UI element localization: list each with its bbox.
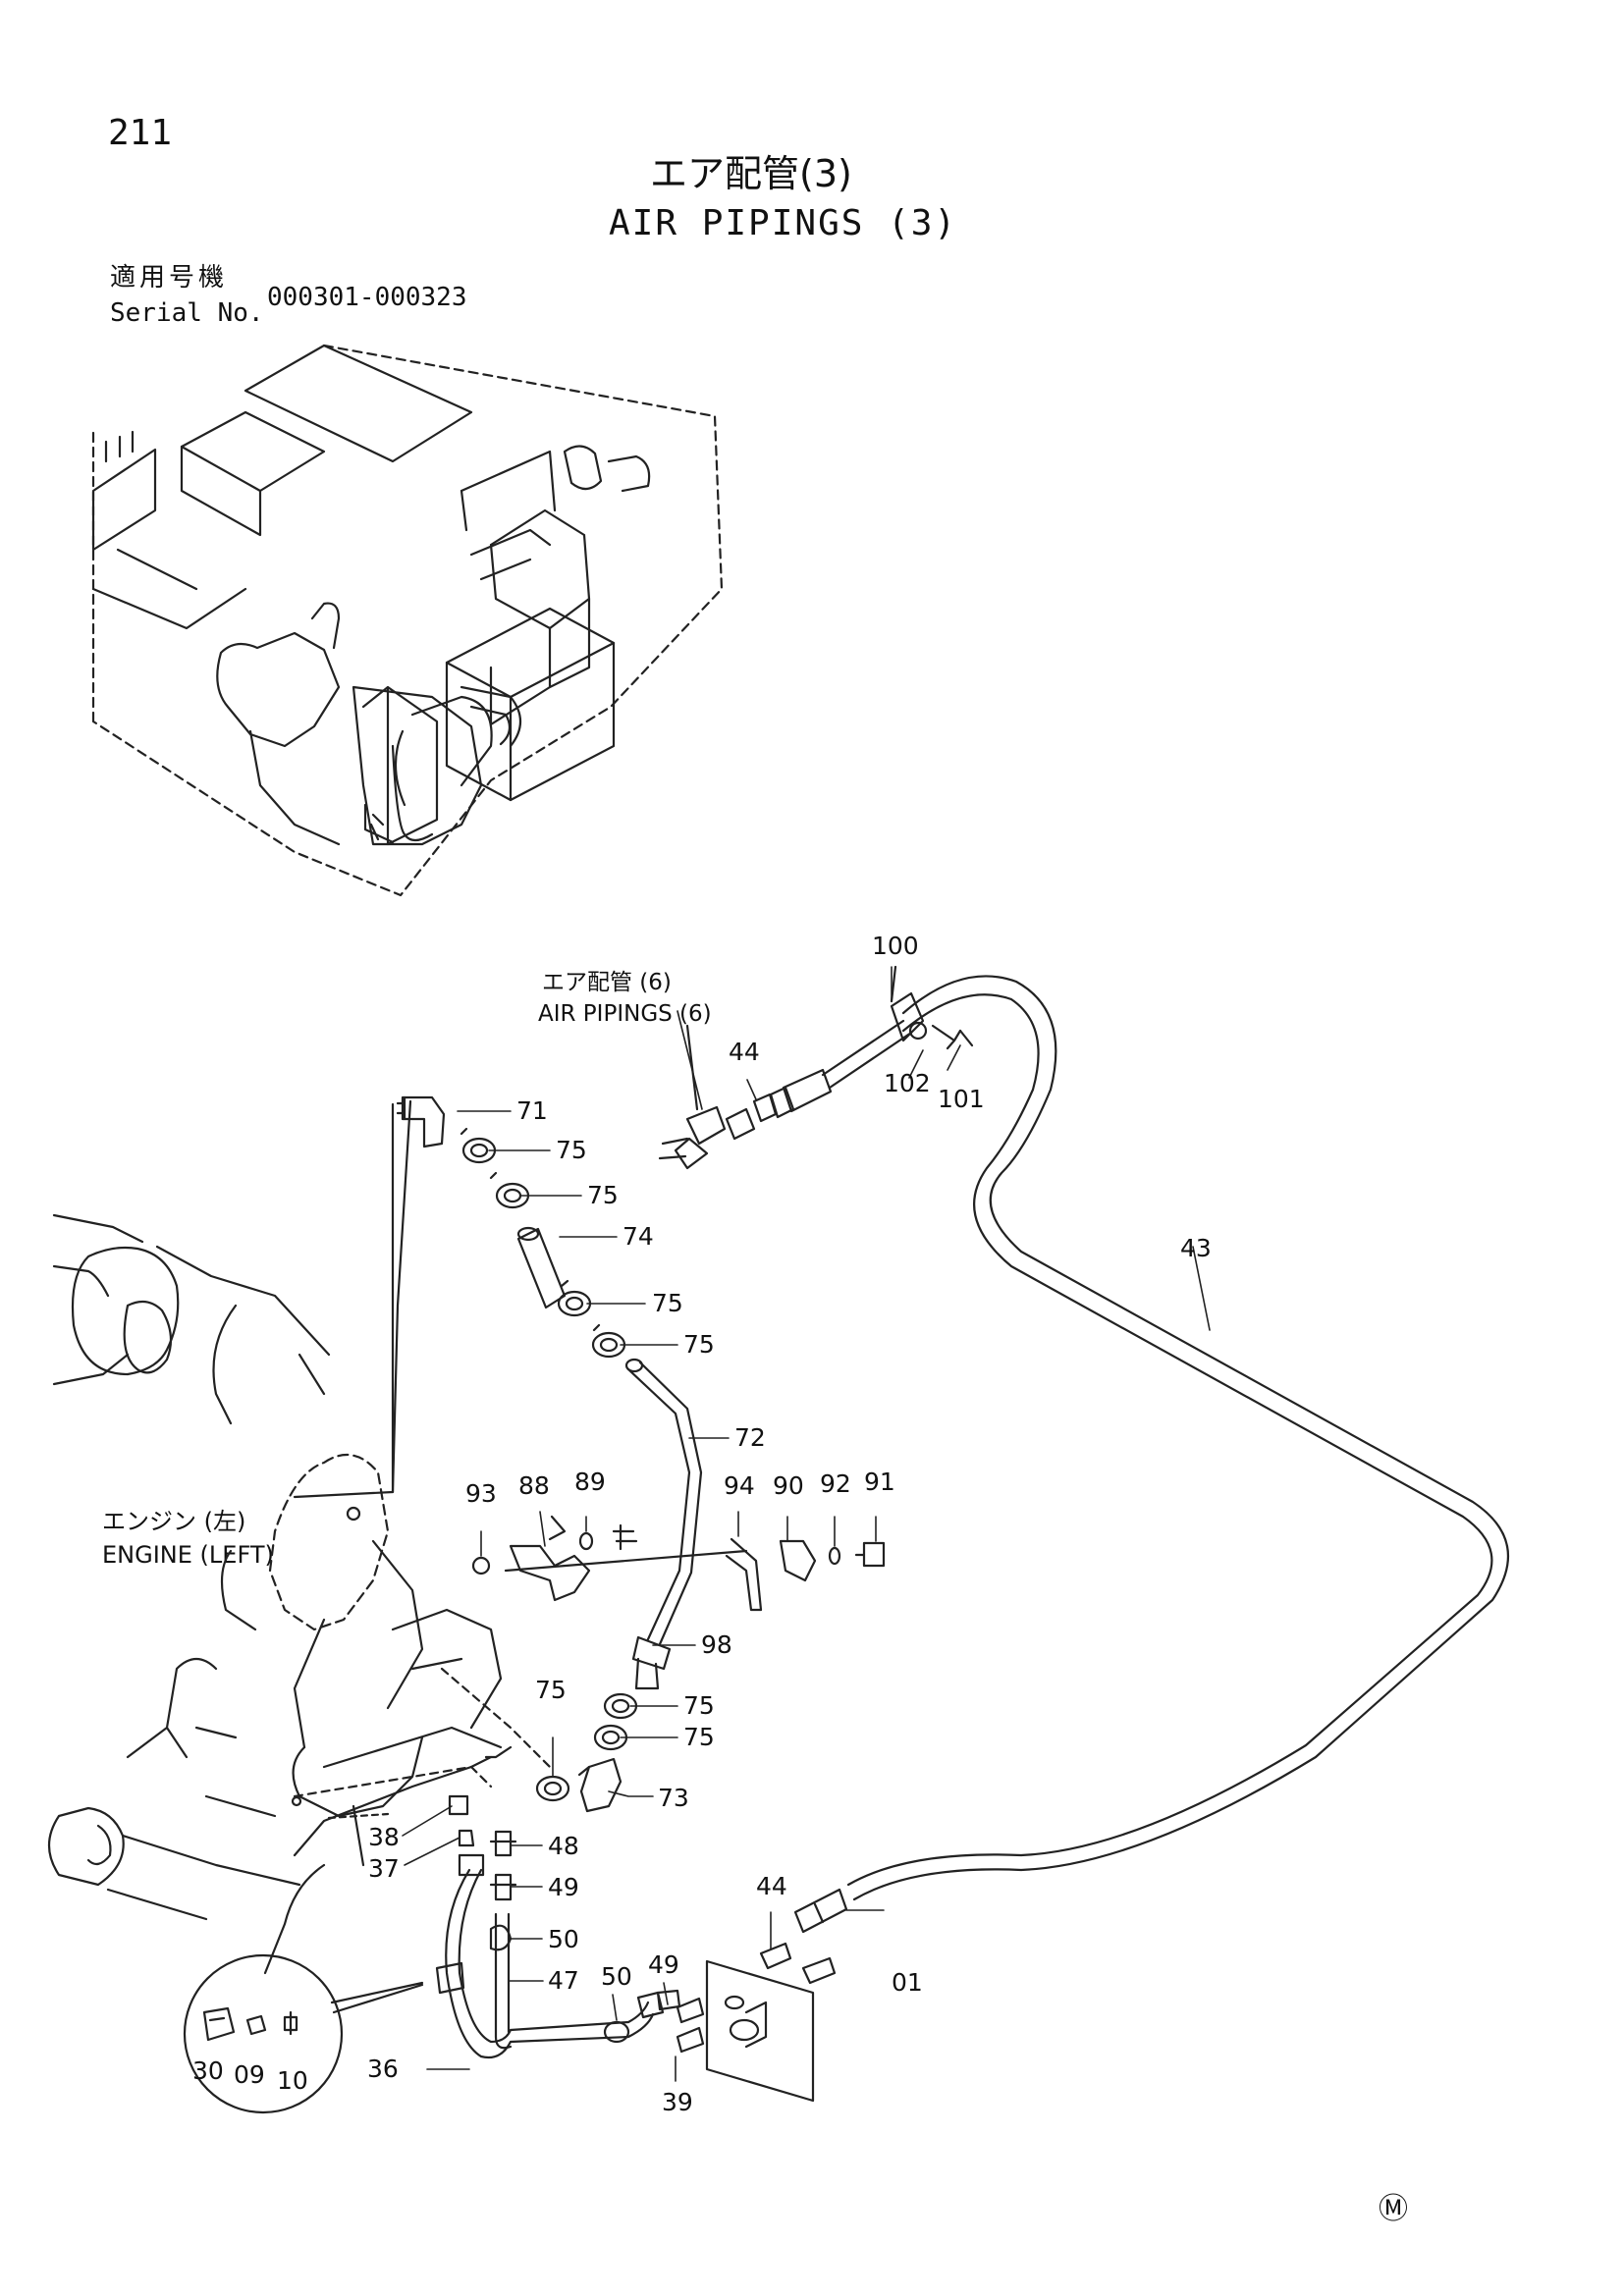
callout-36: 36 xyxy=(367,2055,399,2083)
callout-50-a: 50 xyxy=(548,1925,579,1953)
callout-75-g: 75 xyxy=(683,1723,715,1751)
callout-75-c: 75 xyxy=(652,1289,683,1317)
title-japanese: エア配管(3) xyxy=(650,152,852,195)
callout-10: 10 xyxy=(277,2066,308,2095)
callout-01: 01 xyxy=(892,1968,923,1997)
air-pipings-ref-english: AIR PIPINGS (6) xyxy=(538,1001,712,1027)
callout-37: 37 xyxy=(368,1854,400,1883)
elbow-71-chain xyxy=(396,1095,626,1359)
callout-38: 38 xyxy=(368,1823,400,1851)
leader-lines xyxy=(402,966,1211,2082)
callout-30: 30 xyxy=(192,2056,224,2085)
mounting-plate-and-connectors xyxy=(676,1888,848,2103)
callout-39: 39 xyxy=(662,2088,693,2116)
callout-71: 71 xyxy=(516,1096,548,1125)
callout-100: 100 xyxy=(872,932,919,960)
air-pipings-ref-japanese: エア配管 (6) xyxy=(542,970,672,995)
callout-73: 73 xyxy=(658,1784,689,1812)
callout-50-b: 50 xyxy=(601,1962,632,1991)
part-callouts: 100 102 101 44 71 75 75 74 75 75 43 72 9… xyxy=(192,932,1212,2116)
title-english: AIR PIPINGS (3) xyxy=(609,203,958,243)
callout-90: 90 xyxy=(773,1471,804,1500)
callout-75-d: 75 xyxy=(683,1330,715,1359)
serial-number-range: 000301-000323 xyxy=(267,283,467,312)
serial-label-japanese: 適用号機 xyxy=(110,263,229,293)
callout-49-a: 49 xyxy=(548,1873,579,1901)
hose-43 xyxy=(846,975,1510,1901)
serial-label-english: Serial No. xyxy=(110,298,264,328)
engine-left-english: ENGINE (LEFT) xyxy=(102,1541,274,1569)
callout-74: 74 xyxy=(623,1222,654,1251)
callout-75-e: 75 xyxy=(535,1676,567,1704)
lower-clamps-and-hose-73 xyxy=(535,1692,638,1813)
engine-left-japanese: エンジン (左) xyxy=(102,1508,246,1535)
callout-92: 92 xyxy=(820,1469,851,1498)
callout-44-upper: 44 xyxy=(729,1038,760,1066)
pipe-72 xyxy=(624,1358,703,1690)
page-number: 211 xyxy=(108,113,173,153)
callout-75-f: 75 xyxy=(683,1691,715,1720)
machine-overview-illustration xyxy=(91,344,724,897)
callout-102: 102 xyxy=(884,1069,931,1097)
engine-left-illustration xyxy=(48,1099,552,1975)
callout-89: 89 xyxy=(574,1468,606,1496)
manual-mark: Ⓜ xyxy=(1379,2192,1408,2226)
callout-91: 91 xyxy=(864,1468,895,1496)
callout-75-a: 75 xyxy=(556,1136,587,1164)
callout-48: 48 xyxy=(548,1832,579,1860)
callout-47: 47 xyxy=(548,1966,579,1995)
callout-44-lower: 44 xyxy=(756,1872,787,1900)
hoses-36-47 xyxy=(435,1853,681,2059)
callout-09: 09 xyxy=(234,2060,265,2089)
callout-98: 98 xyxy=(701,1630,732,1659)
callout-94: 94 xyxy=(724,1471,755,1500)
callout-88: 88 xyxy=(518,1471,550,1500)
callout-75-b: 75 xyxy=(587,1181,619,1209)
callout-72: 72 xyxy=(734,1423,766,1452)
callout-101: 101 xyxy=(938,1085,985,1113)
callout-43: 43 xyxy=(1180,1234,1212,1262)
callout-49-b: 49 xyxy=(648,1950,679,1979)
detail-circle xyxy=(183,1953,424,2114)
bracket-88-94-90-parts xyxy=(471,1515,886,1612)
callout-93: 93 xyxy=(465,1479,497,1508)
